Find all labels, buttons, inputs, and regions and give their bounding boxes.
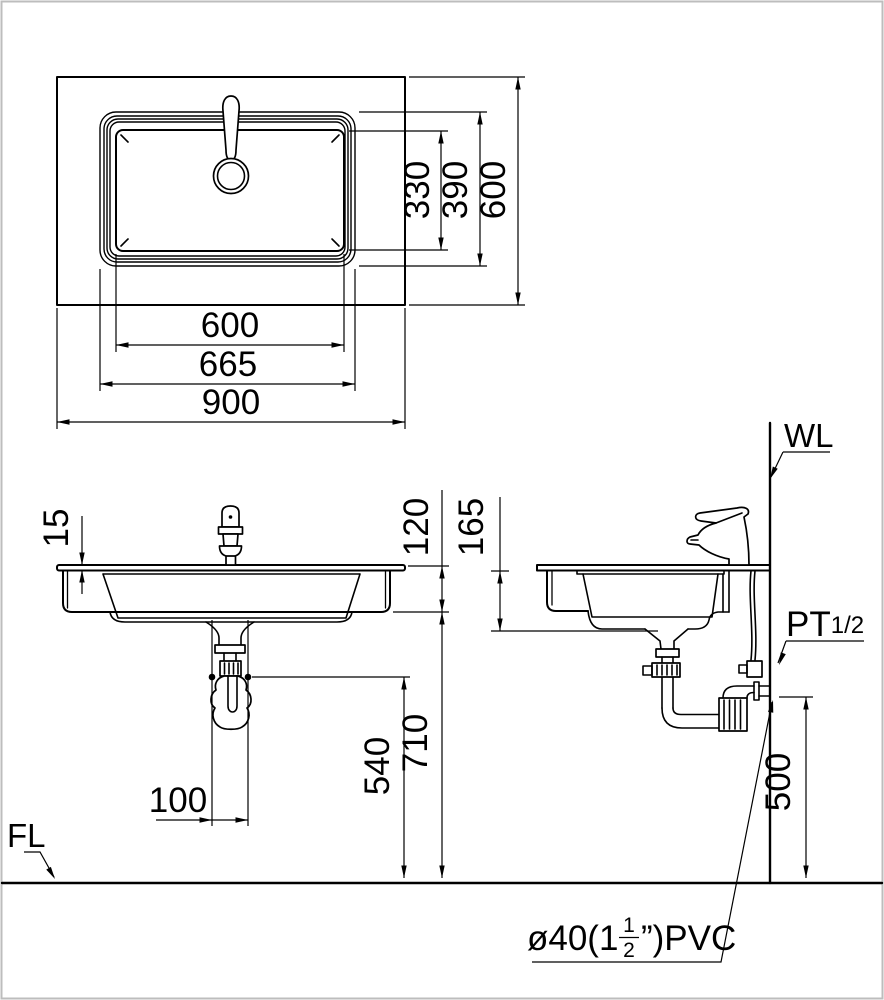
drain-pipe-side-1 bbox=[661, 656, 674, 664]
trap-body-front bbox=[210, 675, 252, 731]
drain-fraction-denominator: 2 bbox=[623, 939, 635, 962]
apron-inner-lines bbox=[66, 569, 387, 609]
dim-600-depth-lines bbox=[409, 76, 525, 306]
dim-665-lines bbox=[99, 269, 356, 391]
top-view bbox=[56, 76, 406, 306]
coupling-knurl-side bbox=[656, 664, 678, 676]
ref-dot-right bbox=[244, 673, 252, 681]
dim-text-counter-width: 900 bbox=[202, 383, 260, 422]
faucet-lever-icon bbox=[221, 95, 241, 161]
arrowheads bbox=[46, 77, 809, 879]
supply-valve bbox=[746, 660, 763, 678]
bowl-underside-front bbox=[109, 611, 353, 623]
apron-front bbox=[62, 569, 391, 613]
dim-text-basin-bottom-height: 710 bbox=[396, 714, 435, 772]
dim-120-710-lines bbox=[393, 490, 449, 878]
drain-funnel-side bbox=[644, 628, 689, 650]
dim-600-width-lines bbox=[115, 254, 345, 352]
coupling-knurl-front bbox=[223, 662, 239, 675]
supply-side bbox=[738, 570, 763, 678]
coupling-stub-side bbox=[642, 665, 653, 676]
supply-size-text: 1/2 bbox=[831, 612, 864, 639]
fixture-back-side bbox=[722, 569, 730, 613]
side-view bbox=[536, 421, 772, 885]
supply-type-text: PT bbox=[786, 605, 831, 644]
apron-side bbox=[546, 569, 589, 612]
faucet-body-front bbox=[222, 533, 239, 547]
faucet-dot-icon bbox=[228, 515, 233, 519]
drain-nut-side bbox=[655, 648, 680, 658]
wl-leader bbox=[770, 451, 830, 478]
faucet-side-outline bbox=[686, 506, 750, 566]
floor-line-label: FL bbox=[7, 817, 46, 854]
basin-corner-ticks bbox=[120, 134, 340, 247]
dim-900-lines bbox=[56, 308, 406, 429]
faucet-flange-front bbox=[217, 526, 244, 535]
faucet-side-details bbox=[690, 512, 743, 541]
drain-pipe-front bbox=[223, 652, 237, 662]
faucet-body-outer bbox=[212, 157, 250, 195]
trap-elbow-side bbox=[661, 707, 722, 729]
drain-fraction-numerator: 1 bbox=[623, 914, 635, 937]
outlet-elbow-side bbox=[722, 685, 755, 699]
wall-flange bbox=[753, 681, 760, 701]
dim-text-rim-width: 665 bbox=[199, 345, 257, 384]
bowl-underside-side bbox=[587, 610, 730, 630]
riser-knurl-side bbox=[723, 699, 742, 730]
faucet-spout-front bbox=[218, 545, 243, 557]
dim-390-lines bbox=[359, 111, 487, 267]
countertop-outline bbox=[56, 76, 406, 306]
dim-text-counter-thickness: 15 bbox=[37, 509, 76, 548]
dim-330-lines bbox=[349, 130, 448, 251]
wall-outlet-stub bbox=[758, 685, 771, 697]
drain-front bbox=[205, 621, 255, 731]
front-view bbox=[56, 505, 406, 731]
faucet-front-view bbox=[217, 505, 244, 566]
dim-text-basin-height: 120 bbox=[397, 498, 436, 556]
dim-text-outlet-height: 500 bbox=[759, 753, 798, 811]
dim-500-lines bbox=[779, 696, 813, 878]
supply-hose bbox=[749, 570, 757, 661]
drain-pipe-label-prefix: ø40(1 bbox=[527, 919, 618, 958]
dim-text-trap-offset: 100 bbox=[149, 781, 207, 820]
dim-text-counter-depth: 600 bbox=[474, 161, 513, 219]
bowl-front-profile bbox=[102, 573, 361, 619]
dim-text-inner-width: 600 bbox=[201, 306, 259, 345]
supply-label: PT1/2 bbox=[786, 605, 864, 644]
drain-side bbox=[642, 628, 771, 732]
drain-nut-front bbox=[214, 644, 246, 654]
drain-pipe-label-suffix: ”)PVC bbox=[641, 919, 736, 958]
dimension-texts: 330 390 600 600 665 900 15 120 710 540 1… bbox=[7, 161, 864, 962]
faucet-top-view bbox=[212, 95, 250, 195]
drain-pipe-side-2 bbox=[661, 676, 674, 709]
drain-funnel-front bbox=[205, 621, 255, 646]
dimension-lines bbox=[24, 76, 864, 963]
wall-line-label: WL bbox=[784, 417, 834, 454]
dim-text-rim-depth: 390 bbox=[436, 161, 475, 219]
dim-text-bowl-depth: 165 bbox=[452, 498, 491, 556]
trap-inner-front bbox=[227, 675, 238, 713]
bowl-side-profile bbox=[582, 573, 719, 618]
dim-text-trap-height: 540 bbox=[358, 737, 397, 795]
dim-540-lines bbox=[252, 676, 410, 878]
faucet-side-view bbox=[686, 506, 750, 566]
faucet-body-inner bbox=[216, 161, 246, 191]
pvc-leader bbox=[532, 701, 773, 963]
dim-text-inner-depth: 330 bbox=[398, 161, 437, 219]
fl-leader bbox=[24, 851, 55, 878]
pt-leader bbox=[777, 640, 864, 664]
ref-dot-left bbox=[208, 673, 216, 681]
basin-rim-side bbox=[576, 569, 725, 575]
supply-valve-handle bbox=[738, 664, 748, 674]
